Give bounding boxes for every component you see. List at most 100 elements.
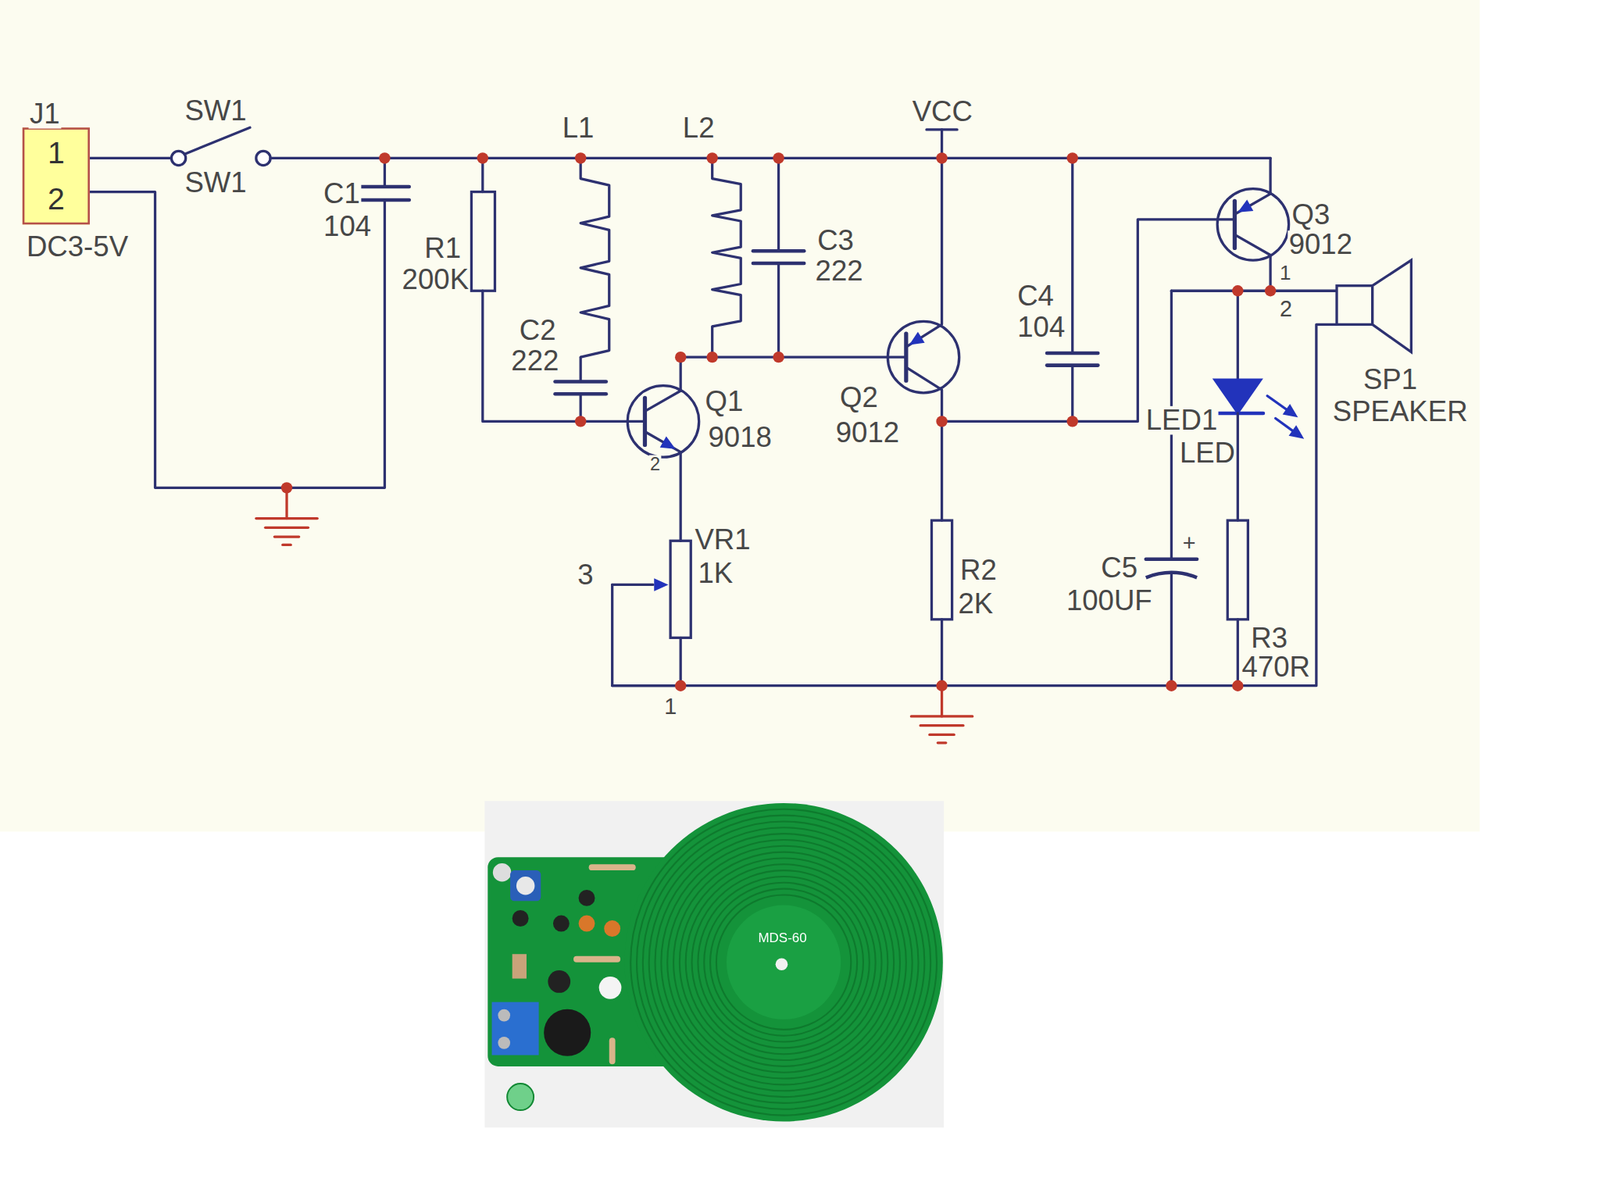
junction-dot xyxy=(1232,285,1243,297)
junction-dot xyxy=(1264,285,1276,297)
component-label: 222 xyxy=(814,257,865,286)
junction-dot xyxy=(1067,415,1079,427)
board-terminal xyxy=(492,1002,540,1056)
board-hole xyxy=(492,863,512,883)
component-label: C3 xyxy=(816,226,855,256)
wire xyxy=(482,290,646,422)
junction-dot xyxy=(1232,680,1243,692)
board-switch xyxy=(512,953,527,979)
pin-number: 1 xyxy=(47,137,65,168)
board-coil xyxy=(636,815,931,1110)
wire xyxy=(1170,572,1173,686)
transistor-symbol xyxy=(1232,200,1237,248)
capacitor-symbol xyxy=(555,379,607,384)
connector-box: 12 xyxy=(22,127,90,225)
arrow-head xyxy=(1237,200,1254,213)
wire xyxy=(612,324,1337,686)
board-coil xyxy=(655,833,913,1091)
schematic-ground xyxy=(0,0,1480,832)
arrow-head xyxy=(1282,403,1299,418)
resistor-symbol xyxy=(1227,520,1248,620)
component-label: 104 xyxy=(322,212,373,242)
board-potentiometer xyxy=(510,870,541,901)
component-label: R3 xyxy=(1250,624,1289,654)
wire xyxy=(777,263,780,358)
inductor-symbol xyxy=(580,178,610,358)
board-hole xyxy=(775,957,789,971)
wire xyxy=(1234,234,1271,291)
board-sticker xyxy=(507,1083,534,1111)
component-label: 470R xyxy=(1240,653,1311,683)
ground-symbol xyxy=(274,535,299,538)
ground-symbol xyxy=(937,741,946,744)
wire xyxy=(777,157,780,251)
board-component xyxy=(512,910,529,927)
board-component xyxy=(603,920,621,937)
board-coil xyxy=(692,870,876,1054)
component-label: SP1 xyxy=(1362,365,1419,395)
component-label: C4 xyxy=(1016,281,1055,311)
component-label: Q2 xyxy=(839,383,879,413)
component-label: 3 xyxy=(576,560,595,590)
component-label: SW1 xyxy=(183,96,248,126)
board-potentiometer xyxy=(516,876,536,896)
board-terminal xyxy=(497,1036,511,1050)
arrow-head xyxy=(1289,425,1305,439)
board-coil xyxy=(624,803,943,1122)
board-coil xyxy=(630,809,937,1116)
transistor-symbol xyxy=(627,385,699,458)
arrow-head xyxy=(909,332,925,346)
component-label: VCC xyxy=(910,97,974,127)
switch-symbol xyxy=(184,127,250,154)
board-coil xyxy=(660,839,906,1085)
component-label: J1 xyxy=(28,100,61,129)
junction-dot xyxy=(935,680,947,692)
wire xyxy=(1071,365,1074,422)
component-label: Q3 xyxy=(1290,200,1331,230)
wire xyxy=(612,584,682,686)
junction-dot xyxy=(477,152,489,164)
wire xyxy=(906,157,943,347)
wire xyxy=(1236,290,1240,380)
inductor-symbol xyxy=(712,178,742,327)
component-label: 9012 xyxy=(834,418,900,448)
pin-number: 2 xyxy=(47,183,65,215)
board-coil xyxy=(697,876,869,1048)
junction-dot xyxy=(575,152,586,164)
component-label: L2 xyxy=(681,114,715,143)
capacitor-symbol xyxy=(1046,351,1098,356)
component-label: R1 xyxy=(423,234,462,264)
board-coil xyxy=(673,852,894,1073)
component-label: 100UF xyxy=(1065,586,1154,616)
component-label: + xyxy=(1181,532,1197,556)
resistor-symbol xyxy=(471,192,495,292)
junction-dot xyxy=(575,415,586,427)
board-marking: MDS-60 xyxy=(757,930,808,944)
wire xyxy=(89,192,385,489)
wire xyxy=(1171,289,1337,293)
board-coil xyxy=(685,864,883,1061)
junction-dot xyxy=(772,152,784,164)
wire xyxy=(644,431,681,541)
wire xyxy=(1236,619,1240,686)
ground-symbol xyxy=(265,526,309,529)
component-label: LED xyxy=(1178,439,1237,468)
board-coil xyxy=(716,894,851,1029)
speaker-symbol xyxy=(1372,260,1412,353)
switch-symbol xyxy=(256,150,271,165)
potentiometer-symbol xyxy=(670,540,691,638)
component-label: 2 xyxy=(649,455,662,475)
wire xyxy=(612,583,654,586)
component-label: SW1 xyxy=(183,168,248,198)
wire xyxy=(926,128,958,131)
component-label: R2 xyxy=(959,556,998,586)
junction-dot xyxy=(706,152,718,164)
board-resistor xyxy=(592,864,633,871)
junction-dot xyxy=(1165,680,1177,692)
capacitor-symbol xyxy=(360,185,410,190)
wire xyxy=(1071,157,1074,353)
led-symbol xyxy=(1214,379,1261,414)
transistor-symbol xyxy=(642,397,647,445)
junction-dot xyxy=(935,415,947,427)
junction-dot xyxy=(378,152,390,164)
